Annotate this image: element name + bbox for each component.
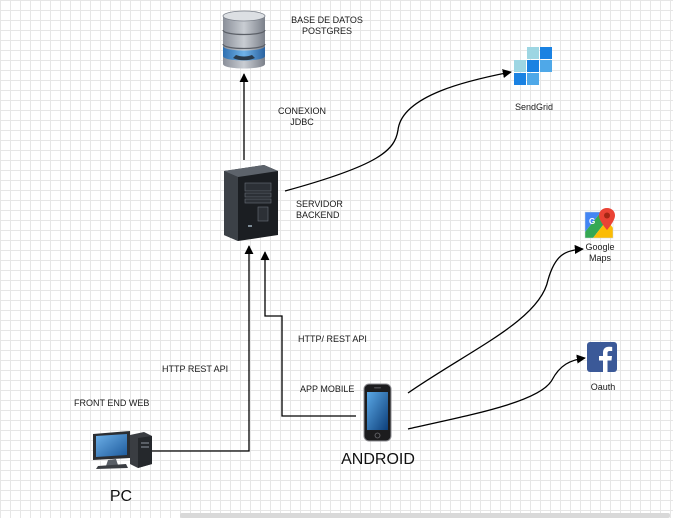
database-label: BASE DE DATOS POSTGRES <box>286 15 368 37</box>
edge-pc-server <box>152 245 254 452</box>
jdbc-label-line2: JDBC <box>290 117 314 127</box>
oauth-label: Oauth <box>590 382 616 392</box>
database-node <box>219 8 269 72</box>
jdbc-label-line1: CONEXION <box>277 106 326 116</box>
jdbc-edge-label: CONEXION JDBC <box>274 106 330 128</box>
sendgrid-node <box>514 46 554 86</box>
database-icon <box>222 10 266 69</box>
smartphone-icon <box>363 383 392 442</box>
sendgrid-label: SendGrid <box>514 102 554 112</box>
database-label-line1: BASE DE DATOS <box>291 15 363 25</box>
google-maps-label-line1: Google <box>585 242 615 252</box>
server-label: SERVIDOR BACKEND <box>296 199 352 221</box>
server-label-line2: BACKEND <box>296 210 340 220</box>
pc-api-edge-label: HTTP REST API <box>162 364 229 374</box>
edge-android-maps <box>407 244 584 394</box>
google-maps-pin-icon: G <box>584 208 615 239</box>
desktop-computer-icon <box>93 431 152 469</box>
google-maps-node: G <box>583 206 617 240</box>
server-node <box>220 163 282 243</box>
pc-node <box>90 430 156 470</box>
edge-android-oauth <box>407 354 586 430</box>
database-label-line2: POSTGRES <box>301 26 352 36</box>
android-caption: APP MOBILE <box>300 384 355 394</box>
mobile-api-edge-label: HTTP/ REST API <box>298 334 367 344</box>
pc-label: PC <box>109 488 133 505</box>
sendgrid-logo-icon <box>514 47 552 85</box>
android-node <box>362 383 394 443</box>
google-maps-label-line2: Maps <box>588 253 611 263</box>
svg-text:G: G <box>589 217 595 226</box>
android-label: ANDROID <box>341 451 415 468</box>
pc-caption: FRONT END WEB <box>74 398 150 408</box>
server-tower-icon <box>224 165 278 241</box>
google-maps-label: Google Maps <box>578 242 622 264</box>
oauth-node <box>587 342 617 372</box>
edge-server-sendgrid <box>284 69 512 192</box>
edge-android-server <box>260 251 356 417</box>
server-label-line1: SERVIDOR <box>296 199 343 209</box>
facebook-logo-icon <box>587 342 617 372</box>
horizontal-scrollbar[interactable] <box>180 513 670 518</box>
